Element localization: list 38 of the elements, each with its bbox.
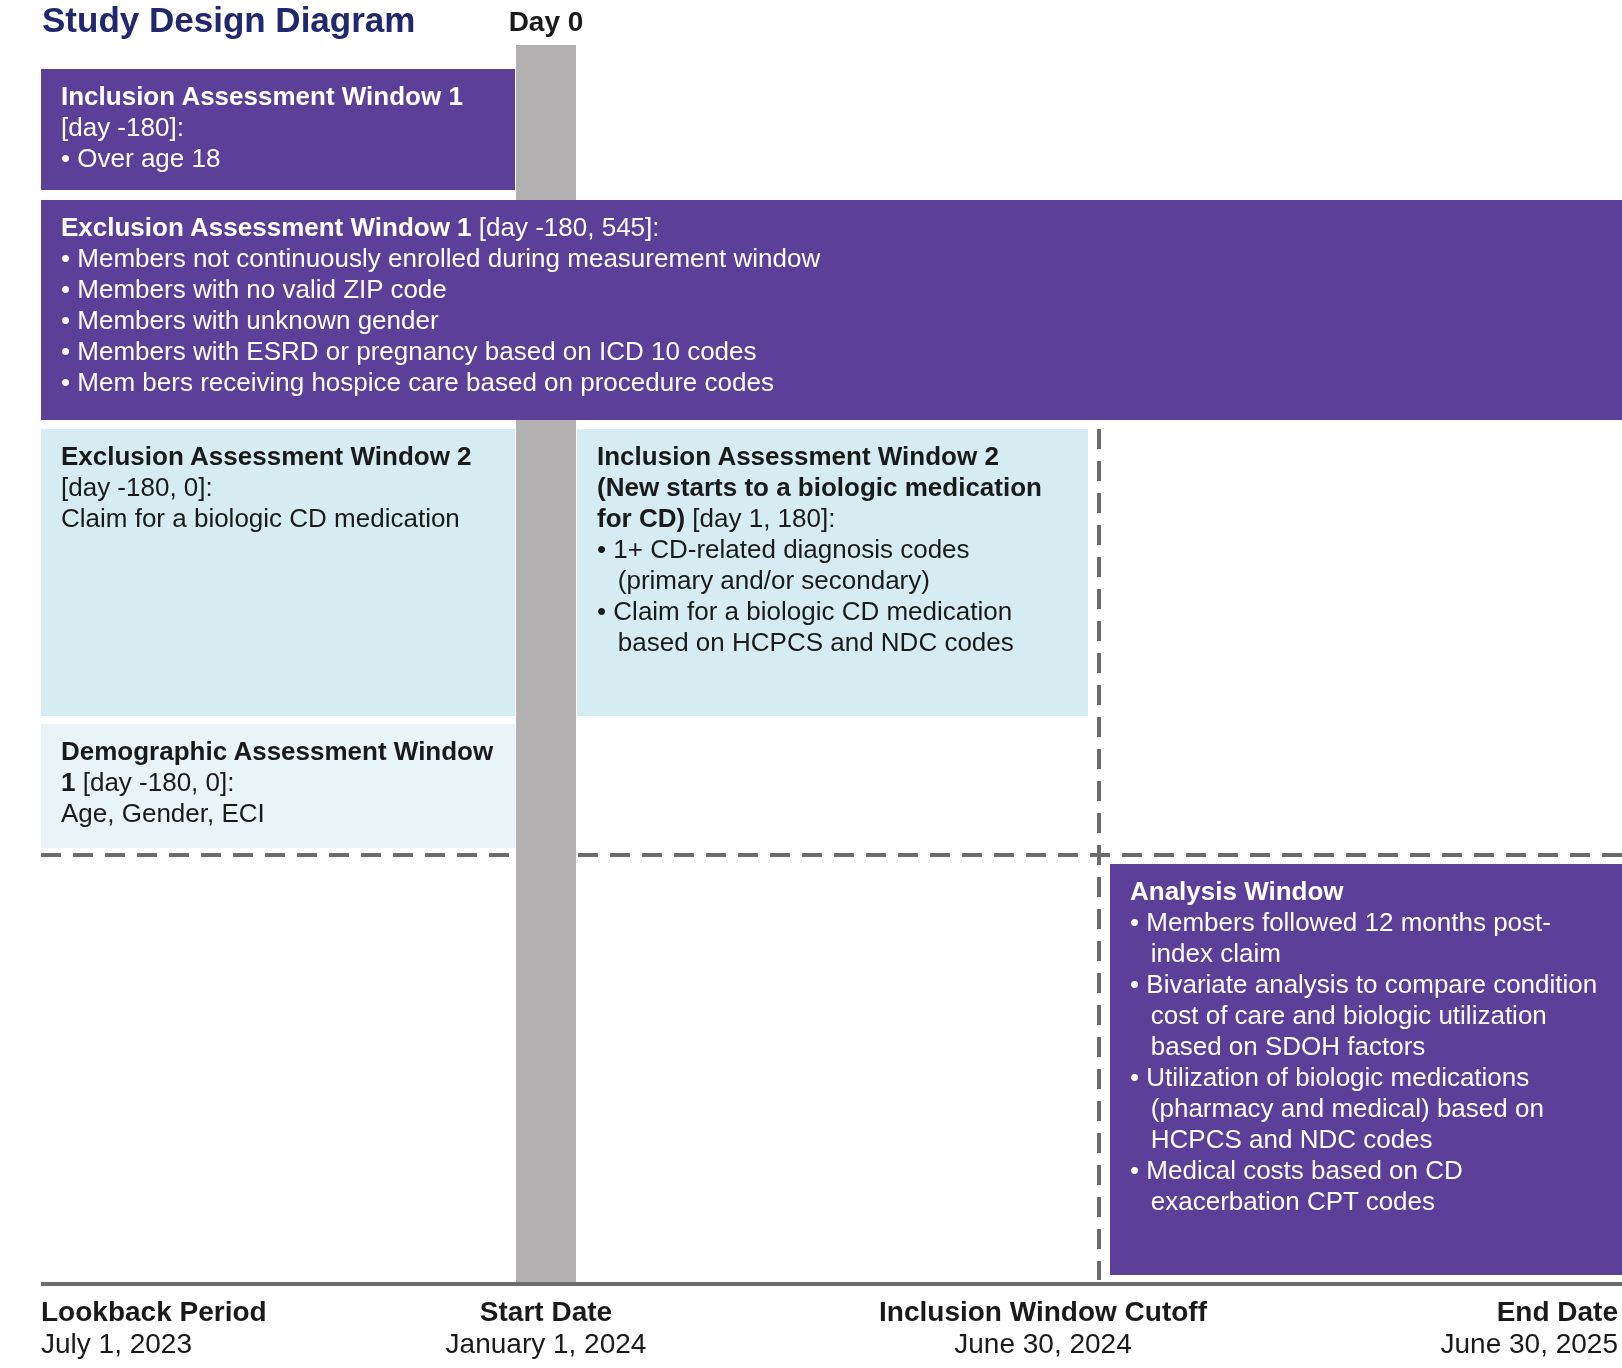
- diagram-title: Study Design Diagram: [42, 0, 416, 40]
- date-label: June 30, 2024: [954, 1328, 1132, 1360]
- window-heading: Inclusion Assessment Window 2 (New starts to a biologic medication for CD) [day 1, 180]:: [597, 441, 1043, 534]
- window-heading: Analysis Window: [1130, 876, 1345, 907]
- bullet-item: • Medical costs based on CD exacerbation CPT codes: [1130, 1155, 1464, 1217]
- bullet-item: • Bivariate analysis to compare condition cost of care and biologic utilization based on SDOH factors: [1130, 969, 1599, 1062]
- timeline-label: End Date: [1496, 1296, 1618, 1328]
- date-label: June 30, 2025: [1440, 1328, 1618, 1360]
- timeline-label: Inclusion Window Cutoff: [879, 1296, 1207, 1328]
- date-label: July 1, 2023: [41, 1328, 192, 1360]
- bullet-item: • 1+ CD-related diagnosis codes (primary and/or secondary): [597, 534, 971, 596]
- window-box: [41, 69, 515, 190]
- day-zero-band: [516, 420, 576, 1283]
- window-description: Claim for a biologic CD medication: [61, 503, 461, 534]
- window-box: [41, 724, 515, 848]
- window-heading: Exclusion Assessment Window 1 [day -180, 545]:: [61, 212, 661, 243]
- bullet-item: • Over age 18: [61, 143, 222, 174]
- window-heading: Inclusion Assessment Window 1 [day -180]:: [61, 81, 464, 143]
- bullet-item: • Members with ESRD or pregnancy based on ICD 10 codes: [61, 336, 758, 367]
- bullet-item: • Utilization of biologic medications (pharmacy and medical) based on HCPCS and NDC codes: [1130, 1062, 1545, 1155]
- window-heading: Exclusion Assessment Window 2 [day -180, 0]:: [61, 441, 473, 503]
- bullet-item: • Mem bers receiving hospice care based on procedure codes: [61, 367, 775, 398]
- window-heading: Demographic Assessment Window 1 [day -180, 0]:: [61, 736, 495, 798]
- timeline-label: Lookback Period: [41, 1296, 267, 1328]
- bullet-item: • Members not continuously enrolled during measurement window: [61, 243, 822, 274]
- window-box: [1110, 864, 1622, 1275]
- window-box: [577, 429, 1088, 716]
- window-box: [41, 429, 515, 716]
- date-label: January 1, 2024: [445, 1328, 647, 1360]
- day-label: Day 0: [508, 6, 584, 38]
- bullet-item: • Claim for a biologic CD medication based on HCPCS and NDC codes: [597, 596, 1015, 658]
- timeline-label: Start Date: [479, 1296, 613, 1328]
- window-description: Age, Gender, ECI: [61, 798, 266, 829]
- day-zero-band: [516, 45, 576, 200]
- bullet-item: • Members with unknown gender: [61, 305, 440, 336]
- bullet-item: • Members followed 12 months post-index claim: [1130, 907, 1552, 969]
- bullet-item: • Members with no valid ZIP code: [61, 274, 448, 305]
- window-box: [41, 200, 1622, 420]
